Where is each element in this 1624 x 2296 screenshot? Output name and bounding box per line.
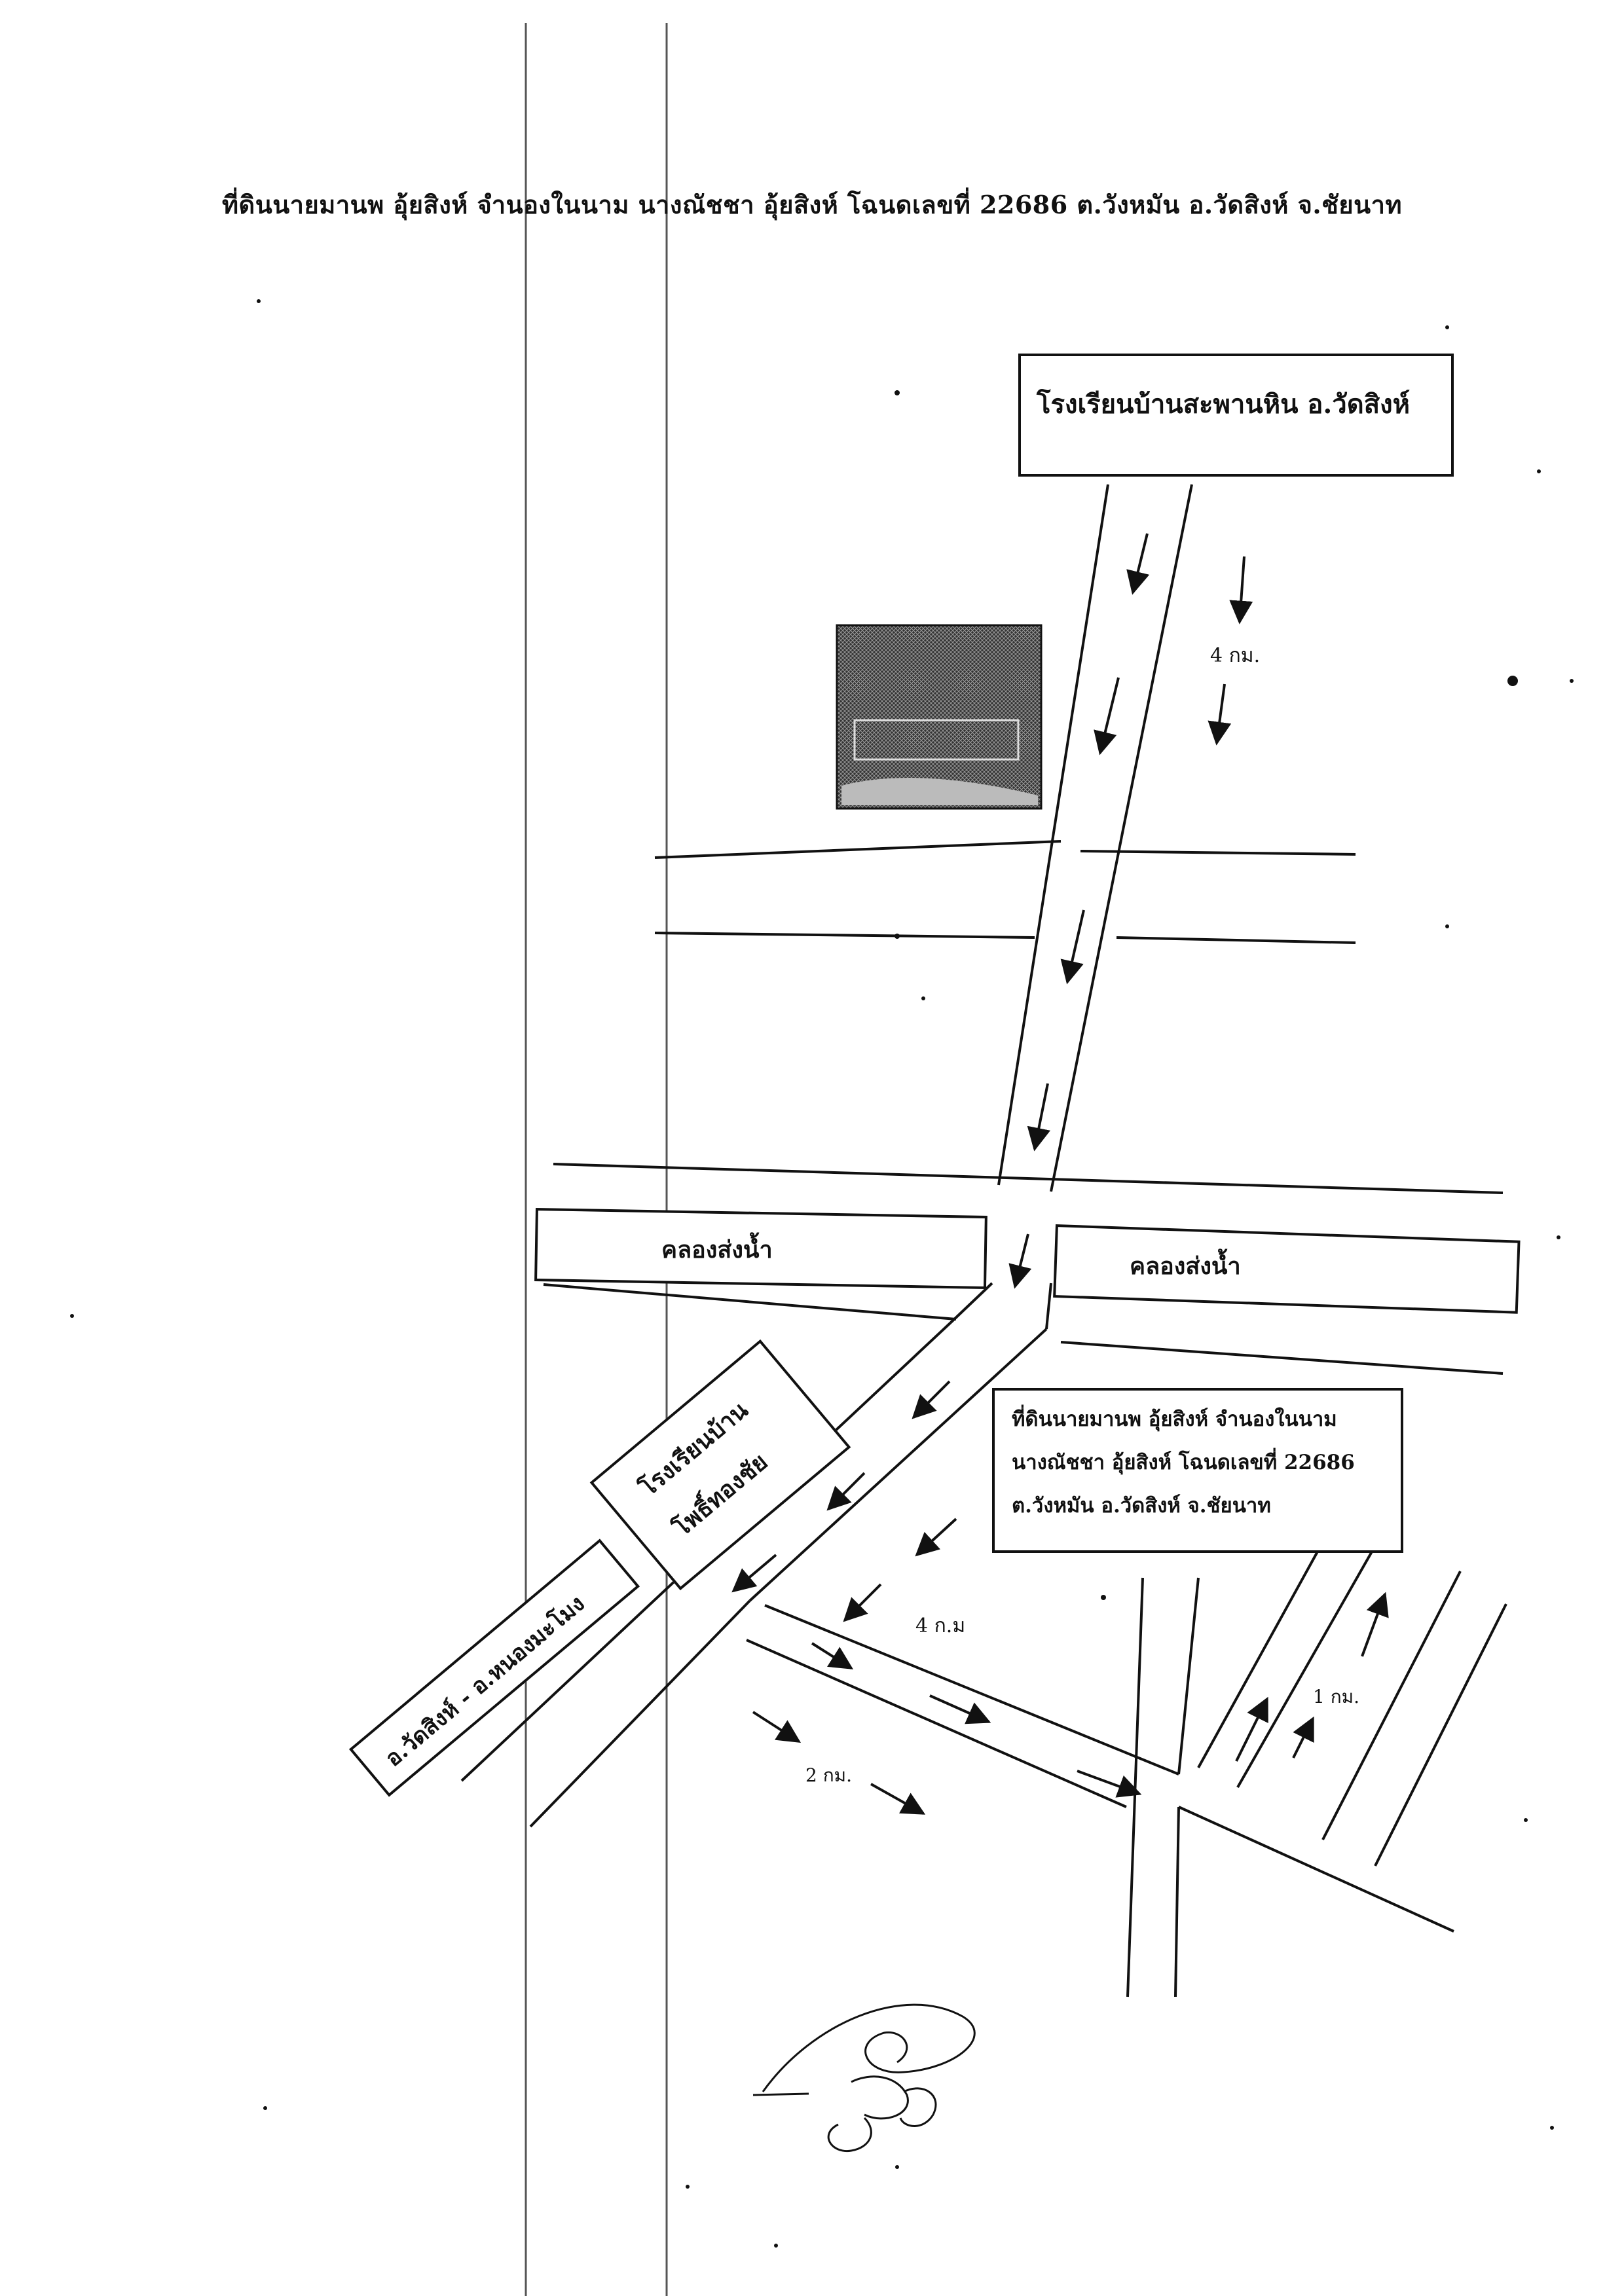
scan-speck [70,299,1574,2248]
signature [752,2003,976,2153]
direction-arrow [1027,1083,1051,1152]
direction-arrow [1235,1696,1268,1762]
school-sapanhin-label: โรงเรียนบ้านสะพานหิน อ.วัดสิงห์ [1037,389,1411,420]
direction-arrow [1229,556,1253,625]
distance-north-label: 4 กม. [1210,644,1261,667]
road-edge [1116,936,1356,944]
land-plot-label: ที่ดินนายมานพ อุ้ยสิงห์ จำนองในนาม นางณั… [1012,1398,1355,1527]
direction-arrow [811,1642,854,1669]
road-edge [543,1283,957,1321]
road-edge [1126,1577,1144,1997]
road-edge [1174,1806,1180,1997]
house-photo [836,624,1043,810]
house-photo [841,778,1038,805]
road-edge [746,1639,1127,1808]
road-edge [1374,1603,1507,1867]
page-title: ที่ดินนายมานพ อุ้ยสิงห์ จำนองในนาม นางณั… [221,190,1403,219]
direction-arrow [826,1472,866,1511]
road-edge [1080,850,1356,856]
road-edge [553,1163,1504,1194]
distance-east-label: 1 กม. [1313,1686,1360,1707]
direction-arrow [1060,909,1085,985]
direction-arrow [912,1380,951,1419]
road-edge [1197,1551,1319,1768]
direction-arrow [843,1583,882,1622]
direction-arrow [929,1694,991,1724]
direction-arrow [1126,533,1150,595]
direction-arrow [1292,1716,1314,1758]
road-edge [764,1604,1179,1776]
distance-southwest-label: 4 ก.ม [915,1614,966,1637]
school-sapanhin-box [1018,354,1454,477]
direction-arrow [1094,677,1120,756]
road-edge [1177,1577,1200,1775]
direction-arrow [731,1554,777,1593]
land-plot-line-3: ต.วังหมัน อ.วัดสิงห์ จ.ชัยนาท [1012,1494,1271,1518]
road-edge [1321,1571,1462,1840]
direction-arrow [752,1711,802,1743]
direction-arrow [870,1783,926,1815]
road-edge [1236,1551,1373,1788]
house-photo [853,719,1020,761]
road-edge [1060,1341,1504,1375]
land-plot-line-2: นางณัชชา อุ้ยสิงห์ โฉนดเลขที่ 22686 [1012,1451,1355,1474]
land-plot-line-1: ที่ดินนายมานพ อุ้ยสิงห์ จำนองในนาม [1012,1408,1337,1431]
road-edge [654,932,1035,939]
road-edge [654,840,1061,859]
canal-left-label: คลองส่งน้ำ [661,1236,773,1264]
road-edge [997,484,1109,1186]
direction-arrow [915,1518,957,1557]
road-edge [748,1328,1048,1602]
land-plot-box [992,1388,1403,1553]
direction-arrow [1077,1770,1142,1798]
road-edge [1050,484,1193,1192]
road-edge [1178,1806,1454,1933]
canal-right-label: คลองส่งน้ำ [1130,1252,1241,1280]
distance-south-label: 2 กม. [805,1764,853,1786]
direction-arrow [1208,683,1232,746]
road-edge [1045,1283,1052,1330]
road-edge [529,1599,751,1828]
direction-arrow [1008,1233,1032,1289]
road-edge [950,1282,993,1324]
direction-arrow [1361,1592,1389,1657]
